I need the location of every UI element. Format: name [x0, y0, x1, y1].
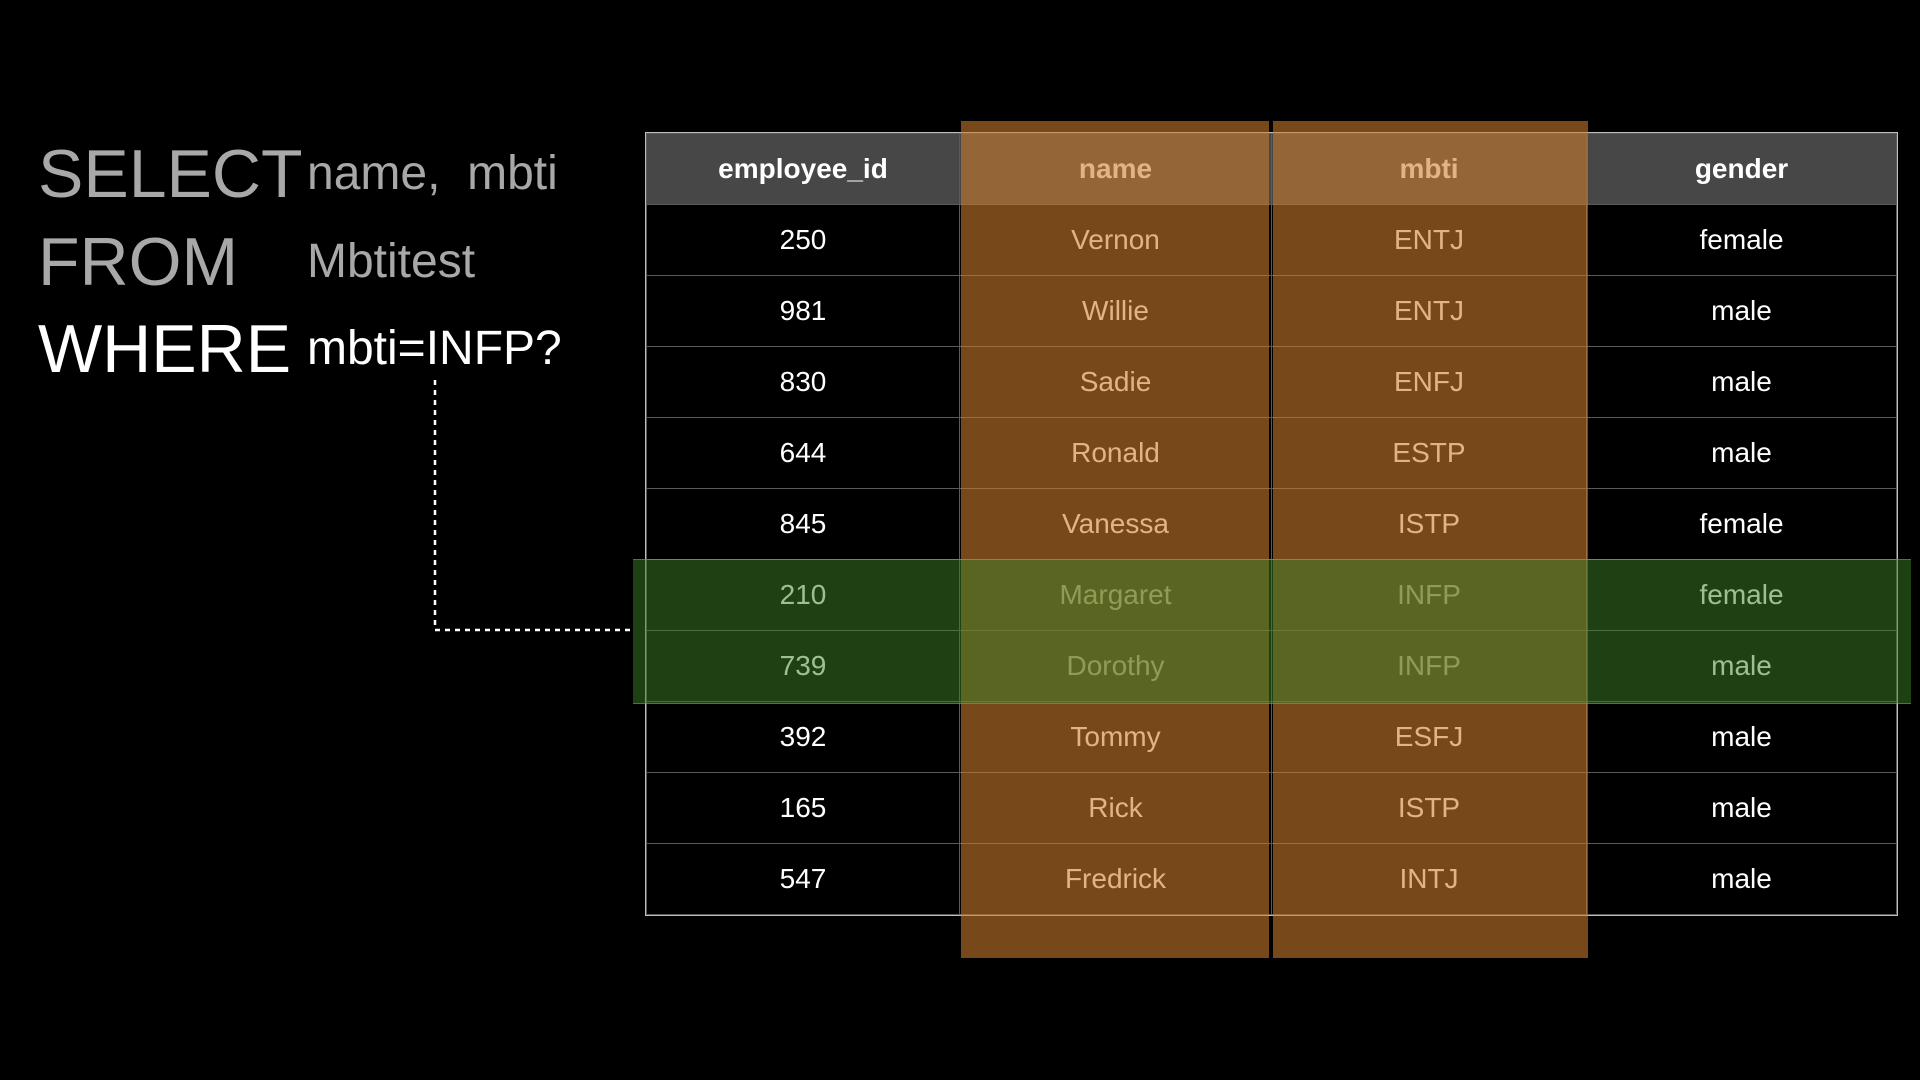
cell-mbti: ENFJ — [1271, 346, 1587, 418]
cell-name: Willie — [959, 275, 1272, 347]
cell-gender: male — [1586, 843, 1897, 915]
cell-name: Fredrick — [959, 843, 1272, 915]
table-header-row: employee_id name mbti gender — [646, 133, 1897, 205]
cell-name: Vernon — [959, 204, 1272, 276]
cell-mbti: ESTP — [1271, 417, 1587, 489]
cell-gender: male — [1586, 701, 1897, 773]
table-row-filtered: 210 Margaret INFP female — [646, 559, 1897, 631]
cell-name: Tommy — [959, 701, 1272, 773]
header-employee-id: employee_id — [646, 133, 960, 205]
select-arguments: name, mbti — [307, 147, 558, 200]
table-row-filtered: 739 Dorothy INFP male — [646, 630, 1897, 702]
cell-name: Rick — [959, 772, 1272, 844]
cell-employee-id: 250 — [646, 204, 960, 276]
cell-gender: male — [1586, 346, 1897, 418]
from-arguments: Mbtitest — [307, 235, 476, 288]
cell-gender: female — [1586, 488, 1897, 560]
data-table: employee_id name mbti gender 250 Vernon … — [645, 132, 1898, 916]
dashed-connector — [433, 380, 633, 632]
cell-name: Vanessa — [959, 488, 1272, 560]
header-gender: gender — [1586, 133, 1897, 205]
cell-name: Margaret — [959, 559, 1272, 631]
header-mbti: mbti — [1271, 133, 1587, 205]
cell-mbti: ISTP — [1271, 772, 1587, 844]
cell-gender: male — [1586, 630, 1897, 702]
cell-name: Dorothy — [959, 630, 1272, 702]
select-keyword: SELECT — [38, 136, 303, 212]
table-row: 981 Willie ENTJ male — [646, 275, 1897, 347]
cell-mbti: INTJ — [1271, 843, 1587, 915]
cell-name: Ronald — [959, 417, 1272, 489]
cell-gender: male — [1586, 772, 1897, 844]
cell-name: Sadie — [959, 346, 1272, 418]
cell-employee-id: 845 — [646, 488, 960, 560]
select-clause: SELECT name, mbti — [0, 134, 620, 214]
cell-gender: female — [1586, 559, 1897, 631]
cell-gender: female — [1586, 204, 1897, 276]
where-keyword: WHERE — [38, 311, 292, 387]
where-arguments: mbti=INFP? — [307, 322, 562, 375]
cell-employee-id: 392 — [646, 701, 960, 773]
cell-mbti: ESFJ — [1271, 701, 1587, 773]
table-row: 830 Sadie ENFJ male — [646, 346, 1897, 418]
cell-employee-id: 981 — [646, 275, 960, 347]
cell-gender: male — [1586, 417, 1897, 489]
header-name: name — [959, 133, 1272, 205]
from-clause: FROM Mbtitest — [0, 222, 620, 302]
where-clause: WHERE mbti=INFP? — [0, 309, 620, 389]
table-row: 845 Vanessa ISTP female — [646, 488, 1897, 560]
cell-mbti: ENTJ — [1271, 204, 1587, 276]
cell-employee-id: 830 — [646, 346, 960, 418]
table-row: 165 Rick ISTP male — [646, 772, 1897, 844]
cell-mbti: INFP — [1271, 559, 1587, 631]
from-keyword: FROM — [38, 224, 239, 300]
cell-gender: male — [1586, 275, 1897, 347]
cell-employee-id: 547 — [646, 843, 960, 915]
table-row: 392 Tommy ESFJ male — [646, 701, 1897, 773]
cell-employee-id: 644 — [646, 417, 960, 489]
table-row: 644 Ronald ESTP male — [646, 417, 1897, 489]
cell-employee-id: 210 — [646, 559, 960, 631]
cell-employee-id: 165 — [646, 772, 960, 844]
cell-mbti: ISTP — [1271, 488, 1587, 560]
cell-employee-id: 739 — [646, 630, 960, 702]
cell-mbti: ENTJ — [1271, 275, 1587, 347]
mbtitest-table: employee_id name mbti gender 250 Vernon … — [645, 132, 1898, 916]
table-row: 547 Fredrick INTJ male — [646, 843, 1897, 915]
table-row: 250 Vernon ENTJ female — [646, 204, 1897, 276]
cell-mbti: INFP — [1271, 630, 1587, 702]
